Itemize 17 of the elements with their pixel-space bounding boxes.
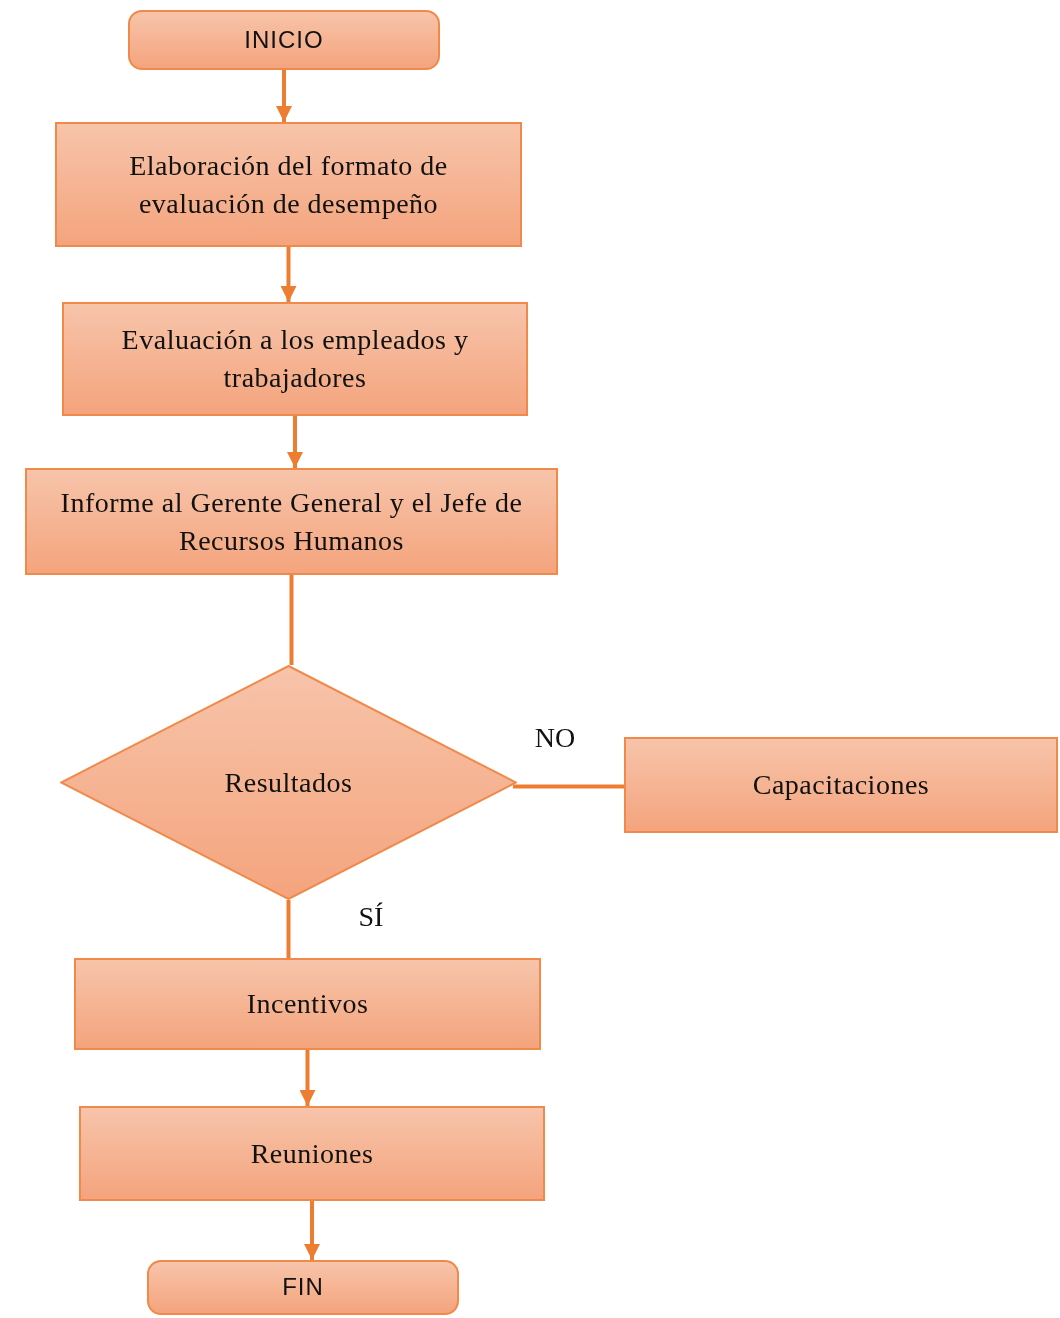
arrow: [299, 1050, 316, 1106]
process-box: Elaboración del formato de evaluación de desempeño: [55, 122, 522, 247]
arrow: [280, 247, 297, 302]
arrow: [287, 416, 303, 468]
process-box: Incentivos: [74, 958, 541, 1050]
terminal-box: INICIO: [128, 10, 440, 70]
connector-line: [513, 784, 624, 789]
terminal-box: FIN: [147, 1260, 459, 1315]
arrow: [304, 1201, 320, 1260]
process-box: Informe al Gerente General y el Jefe de Recursos Humanos: [25, 468, 558, 575]
process-box: Capacitaciones: [624, 737, 1058, 833]
arrow: [276, 70, 292, 122]
decision-diamond: Resultados: [60, 665, 517, 900]
connector-line: [286, 900, 291, 958]
process-box: Evaluación a los empleados y trabajadores: [62, 302, 528, 416]
process-box: Reuniones: [79, 1106, 545, 1201]
connector-line: [289, 575, 294, 665]
